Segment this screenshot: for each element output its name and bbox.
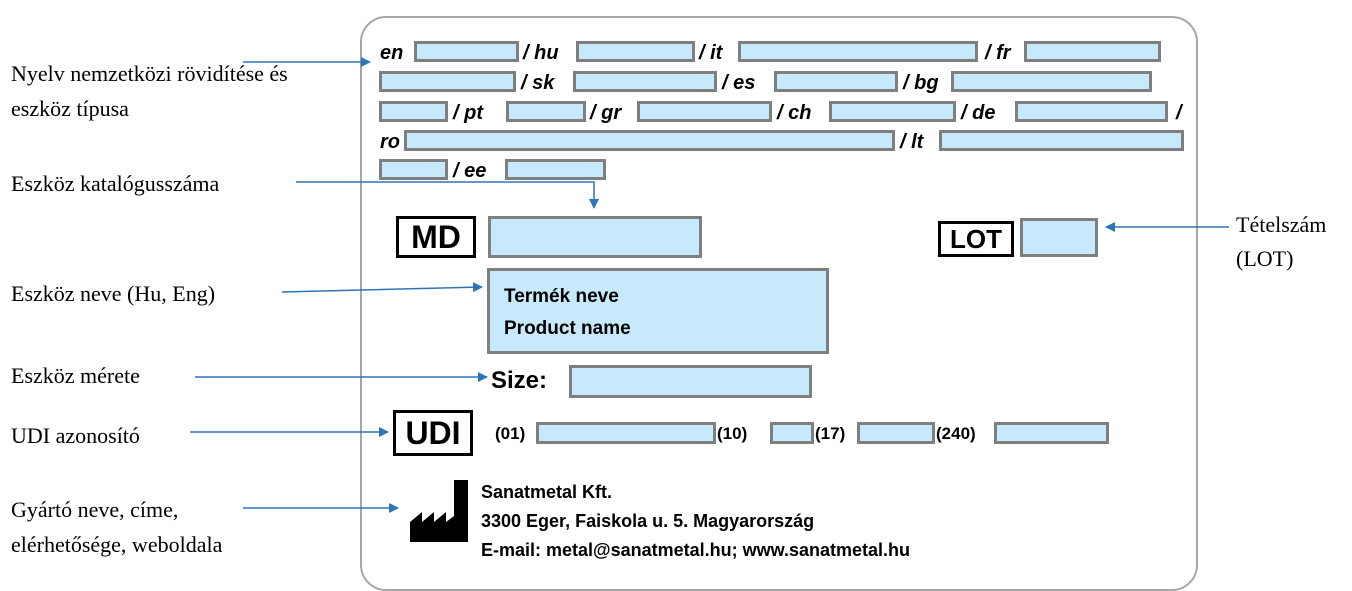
field-lot bbox=[1020, 218, 1098, 257]
manufacturer-contact: E-mail: metal@sanatmetal.hu; www.sanatme… bbox=[481, 540, 910, 560]
field-sk bbox=[573, 71, 717, 92]
lang-code-es: / es bbox=[722, 72, 756, 94]
field-fr-cont bbox=[379, 71, 516, 92]
field-ro bbox=[404, 130, 895, 151]
field-de bbox=[1015, 101, 1168, 122]
lang-code-fr: / fr bbox=[985, 42, 1011, 64]
field-lt bbox=[939, 130, 1184, 151]
lang-code-en: en bbox=[380, 42, 404, 64]
lang-code-ro: ro bbox=[380, 131, 400, 153]
arrow-catalog bbox=[296, 181, 599, 209]
lang-code-it: / it bbox=[699, 42, 723, 64]
field-bg-cont bbox=[379, 101, 448, 122]
annotation-lot: Tételszám (LOT) bbox=[1236, 212, 1327, 271]
manufacturer-factory-icon bbox=[410, 480, 468, 542]
field-fr bbox=[1024, 41, 1161, 62]
lang-code-sk: / sk bbox=[521, 72, 555, 94]
lang-code-de: / de bbox=[961, 102, 996, 124]
udi-code-10: (10) bbox=[717, 424, 748, 443]
field-ch bbox=[829, 101, 956, 122]
lang-code-hu: / hu bbox=[523, 42, 559, 64]
udi-code-01: (01) bbox=[495, 424, 526, 443]
lot-symbol-text: LOT bbox=[950, 223, 1002, 254]
udi-symbol: UDI bbox=[393, 410, 473, 456]
annotation-udi: UDI azonosító bbox=[11, 423, 140, 448]
lang-code-ee: / ee bbox=[453, 160, 487, 182]
annotation-size: Eszköz mérete bbox=[11, 363, 140, 388]
annotation-arrows bbox=[190, 57, 1229, 513]
annotation-language: Nyelv nemzetközi rövidítése és eszköz tí… bbox=[11, 61, 288, 121]
field-ee bbox=[505, 159, 606, 180]
field-catalog-number bbox=[488, 216, 702, 258]
product-name-hu: Termék neve bbox=[504, 286, 619, 307]
field-udi-10 bbox=[770, 422, 814, 444]
md-symbol-text: MD bbox=[411, 218, 461, 255]
udi-code-240: (240) bbox=[936, 424, 976, 443]
field-pt bbox=[506, 101, 586, 122]
field-udi-01 bbox=[536, 422, 716, 444]
arrow-name bbox=[281, 282, 483, 293]
field-size bbox=[569, 365, 812, 398]
field-product-name bbox=[487, 268, 829, 354]
field-it bbox=[738, 41, 978, 62]
udi-code-17: (17) bbox=[815, 424, 846, 443]
manufacturer-name: Sanatmetal Kft. bbox=[481, 482, 613, 502]
field-bg bbox=[951, 71, 1152, 92]
udi-symbol-text: UDI bbox=[405, 414, 461, 451]
annotation-name: Eszköz neve (Hu, Eng) bbox=[11, 281, 216, 306]
annotation-catalog: Eszköz katalógusszáma bbox=[11, 171, 220, 196]
field-es bbox=[774, 71, 898, 92]
field-udi-17 bbox=[857, 422, 935, 444]
md-symbol: MD bbox=[396, 216, 476, 258]
field-lt-cont bbox=[379, 159, 448, 180]
field-gr bbox=[637, 101, 772, 122]
lot-symbol: LOT bbox=[938, 221, 1014, 257]
lang-code-gr: / gr bbox=[590, 102, 622, 124]
size-label: Size: bbox=[491, 367, 548, 394]
lang-code-pt: / pt bbox=[453, 102, 483, 124]
label-layout-diagram: en / hu / it / fr / sk / es / bg / pt / … bbox=[11, 16, 1327, 591]
field-en bbox=[414, 41, 519, 62]
lang-code-lt: / lt bbox=[900, 131, 924, 153]
annotation-manufacturer: Gyártó neve, címe, elérhetősége, webolda… bbox=[11, 497, 223, 557]
manufacturer-address: 3300 Eger, Faiskola u. 5. Magyarország bbox=[481, 511, 815, 531]
field-hu bbox=[576, 41, 695, 62]
lang-code-ch: / ch bbox=[777, 102, 812, 124]
lang-code-bg: / bg bbox=[903, 72, 939, 94]
field-udi-240 bbox=[994, 422, 1109, 444]
lang-slash-end: / bbox=[1176, 102, 1182, 124]
product-name-en: Product name bbox=[504, 318, 631, 339]
